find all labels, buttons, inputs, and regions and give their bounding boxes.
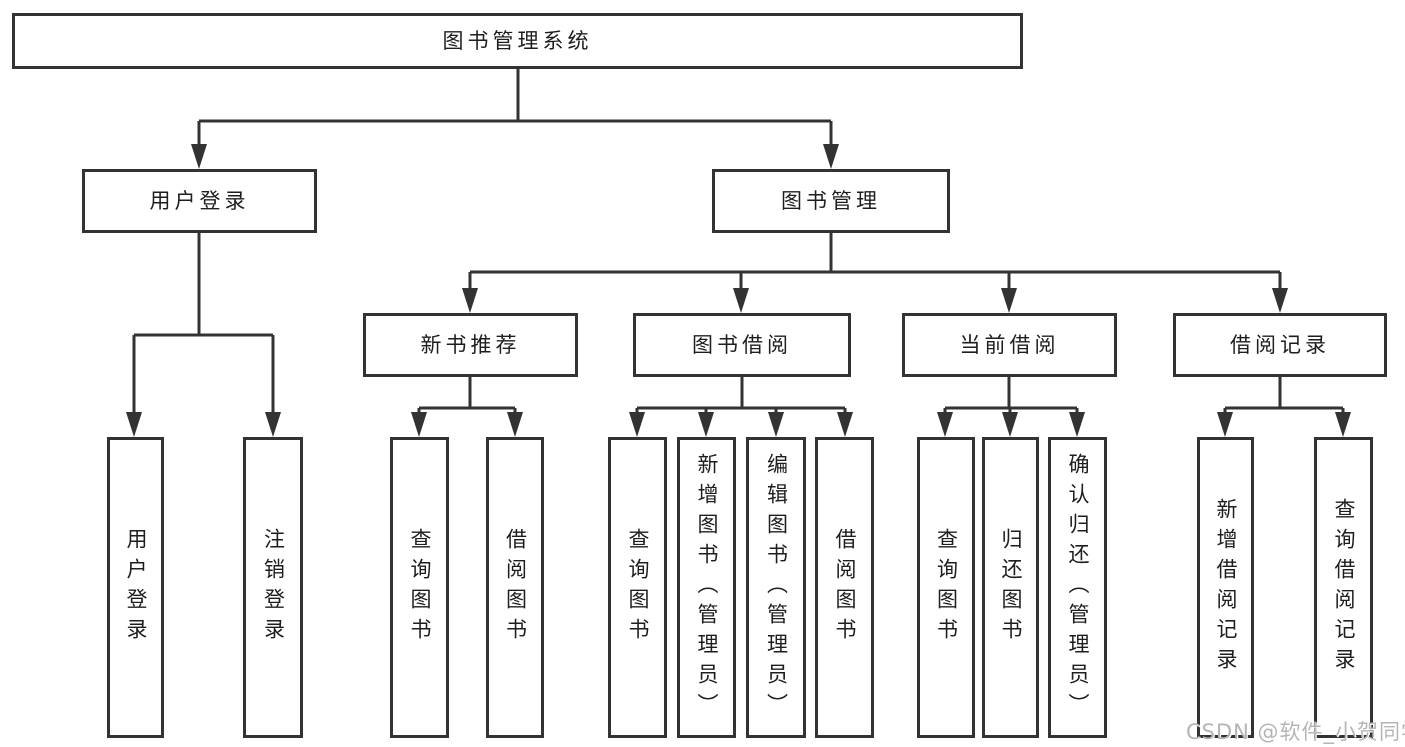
arrowhead	[462, 288, 478, 313]
node-borrow-record: 借阅记录	[1173, 313, 1387, 377]
arrowhead	[1069, 412, 1085, 437]
leaf-current-confirm-return-label: 确认归还（管理员）	[1066, 452, 1090, 723]
leaf-record-query-record-label: 查询借阅记录	[1332, 497, 1356, 678]
leaf-borrow-borrow-book: 借阅图书	[815, 437, 874, 738]
node-borrow-record-label: 借阅记录	[1230, 332, 1330, 357]
arrowhead	[1272, 288, 1288, 313]
arrowhead	[733, 288, 749, 313]
node-new-book-recommend-label: 新书推荐	[420, 332, 521, 357]
arrowhead	[191, 144, 207, 169]
arrowhead	[1335, 412, 1351, 437]
node-current-borrow: 当前借阅	[902, 313, 1117, 377]
connector-book-management-branch	[468, 233, 1282, 290]
node-book-management-label: 图书管理	[781, 188, 881, 213]
leaf-recommend-borrow-book: 借阅图书	[486, 437, 544, 738]
node-book-borrow: 图书借阅	[633, 313, 851, 377]
leaf-logout-label: 注销登录	[261, 527, 286, 648]
leaf-borrow-add-book: 新增图书（管理员）	[677, 437, 736, 738]
connector-current-borrow-branch	[943, 377, 1079, 414]
leaf-current-confirm-return: 确认归还（管理员）	[1048, 437, 1107, 738]
arrowhead	[1001, 288, 1017, 313]
leaf-recommend-borrow-book-label: 借阅图书	[503, 527, 528, 648]
leaf-borrow-borrow-book-label: 借阅图书	[833, 527, 857, 648]
arrowhead	[629, 412, 645, 437]
leaf-record-add-record-label: 新增借阅记录	[1214, 497, 1238, 678]
arrowhead	[698, 412, 714, 437]
arrowhead	[1002, 412, 1018, 437]
arrowhead	[768, 412, 784, 437]
connector-user-login-branch	[132, 233, 275, 414]
arrowhead	[126, 412, 142, 437]
watermark-text: CSDN @软件_小贺同学	[1186, 720, 1405, 744]
connector-borrow-record-branch	[1223, 377, 1345, 414]
node-new-book-recommend: 新书推荐	[363, 313, 578, 377]
watermark: CSDN @软件_小贺同学	[1186, 716, 1405, 746]
leaf-recommend-query-book: 查询图书	[390, 437, 449, 738]
arrowheads	[126, 144, 1351, 437]
arrowhead	[823, 144, 839, 169]
arrowhead	[837, 412, 853, 437]
leaf-user-login-label: 用户登录	[124, 527, 148, 648]
connector-strokes	[132, 69, 1345, 414]
arrowhead	[1217, 412, 1233, 437]
leaf-record-query-record: 查询借阅记录	[1314, 437, 1373, 738]
leaf-current-return-book-label: 归还图书	[999, 527, 1023, 648]
leaf-borrow-edit-book: 编辑图书（管理员）	[746, 437, 806, 738]
arrowhead	[411, 412, 427, 437]
arrowhead	[507, 412, 523, 437]
node-user-login: 用户登录	[82, 169, 317, 233]
connector-new-book-branch	[417, 377, 517, 414]
leaf-borrow-edit-book-label: 编辑图书（管理员）	[764, 452, 789, 723]
node-library-management-system-label: 图书管理系统	[442, 28, 593, 53]
leaf-current-query-book-label: 查询图书	[934, 527, 959, 648]
node-current-borrow-label: 当前借阅	[959, 332, 1060, 357]
leaf-current-query-book: 查询图书	[917, 437, 975, 738]
node-library-management-system: 图书管理系统	[12, 13, 1023, 69]
arrowhead	[937, 412, 953, 437]
leaf-borrow-query-book: 查询图书	[608, 437, 667, 738]
leaf-user-login: 用户登录	[107, 437, 164, 738]
arrowhead	[265, 412, 281, 437]
leaf-borrow-query-book-label: 查询图书	[626, 527, 650, 648]
node-book-borrow-label: 图书借阅	[692, 332, 792, 357]
leaf-logout: 注销登录	[243, 437, 303, 738]
leaf-recommend-query-book-label: 查询图书	[408, 527, 432, 648]
leaf-borrow-add-book-label: 新增图书（管理员）	[695, 452, 719, 723]
node-user-login-label: 用户登录	[149, 188, 250, 213]
connector-root	[197, 69, 833, 146]
leaf-record-add-record: 新增借阅记录	[1197, 437, 1254, 738]
leaf-current-return-book: 归还图书	[982, 437, 1039, 738]
connector-book-borrow-branch	[635, 377, 847, 414]
node-book-management: 图书管理	[712, 169, 950, 233]
